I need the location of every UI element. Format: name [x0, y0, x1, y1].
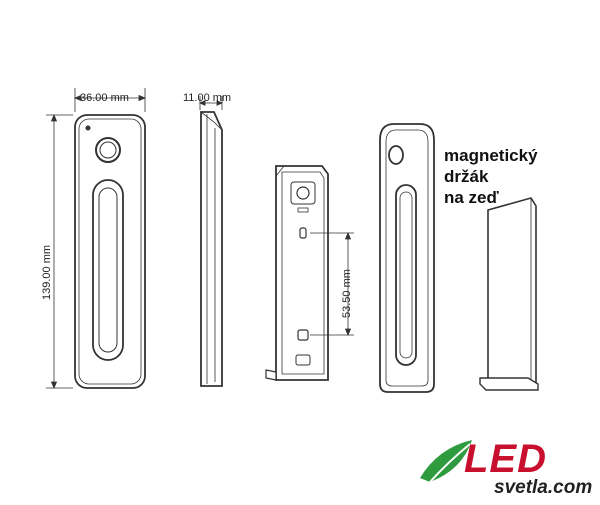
caption-line-3: na zeď [444, 188, 500, 207]
width-dimension [73, 88, 147, 112]
mount-spacing-dimension [310, 231, 354, 337]
logo-url-text: svetla.com [494, 477, 592, 498]
caption-line-1: magnetický [444, 146, 538, 165]
back-view [265, 165, 329, 381]
logo-leaf-icon [420, 440, 472, 482]
height-dimension [46, 113, 73, 390]
width-label: 36.00 mm [80, 92, 129, 104]
angled-view [379, 123, 435, 393]
mount-spacing-label: 53.50 mm [341, 269, 353, 318]
magnetic-wall-holder [479, 197, 539, 391]
front-view [74, 114, 146, 389]
brand-logo: LED svetla.com [420, 437, 592, 498]
depth-label: 11.00 mm [183, 92, 231, 104]
caption-line-2: držák [444, 167, 489, 186]
side-view [200, 111, 223, 387]
depth-dimension [199, 96, 223, 110]
height-label: 139.00 mm [41, 245, 53, 300]
logo-brand-text: LED [464, 437, 547, 481]
